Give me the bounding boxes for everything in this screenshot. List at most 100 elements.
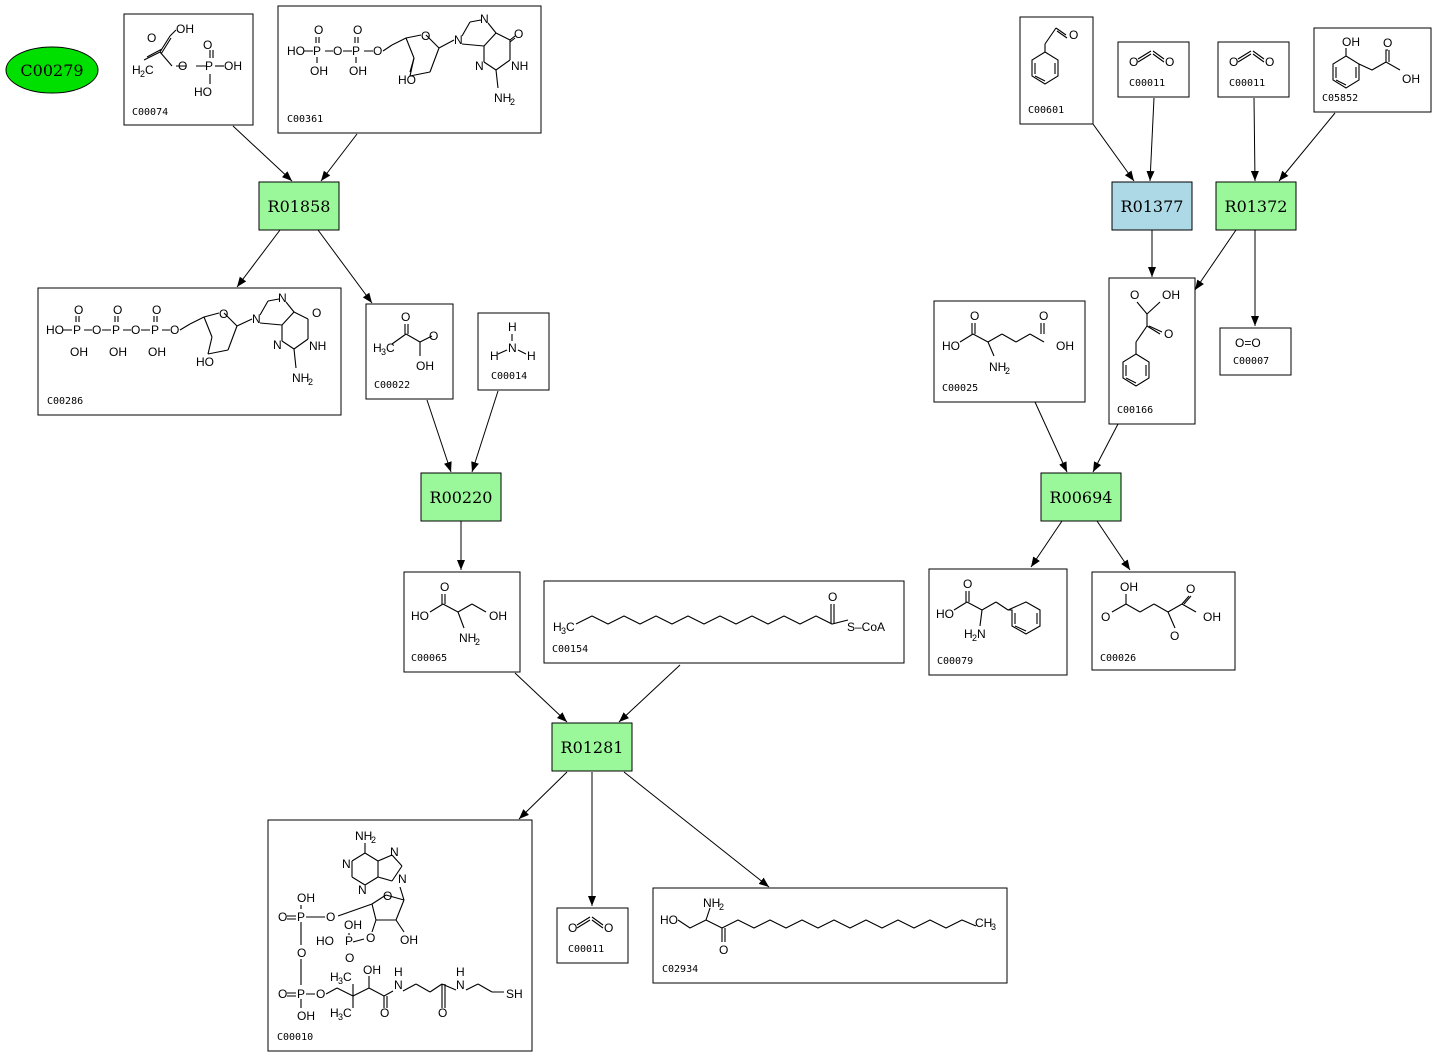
svg-text:3: 3 [381, 347, 386, 357]
svg-text:OH: OH [176, 22, 194, 36]
svg-text:H: H [508, 320, 517, 334]
compound-id: C00011 [1129, 78, 1165, 89]
start-compound-node[interactable]: C00279 [5, 46, 99, 94]
reaction-R01281[interactable]: R01281 [551, 722, 633, 772]
svg-text:N: N [480, 12, 489, 26]
svg-text:O: O [828, 590, 837, 604]
structure-C00011-top-a: O O [1129, 50, 1174, 69]
svg-text:HO: HO [196, 355, 214, 369]
edge-C00154-R01281 [618, 664, 681, 723]
reaction-R01377[interactable]: R01377 [1111, 181, 1193, 231]
compound-id: C00022 [374, 380, 410, 391]
compound-C00022[interactable]: O H 3 C O OH C00022 [365, 303, 454, 400]
structure-C00286: HO P O P O P O O O O OH OH OH O HO N N O… [46, 291, 326, 387]
compound-C00010[interactable]: NH 2 N N N N O OH O OH P HO O OH O P O O… [267, 819, 533, 1052]
svg-text:O: O [131, 323, 140, 337]
compound-id: C05852 [1322, 93, 1358, 104]
reaction-R01372[interactable]: R01372 [1215, 181, 1297, 231]
compound-C00025[interactable]: O O HO OH NH 2 C00025 [933, 300, 1086, 403]
compound-id: C02934 [662, 964, 698, 975]
edge-C00065-R01281 [514, 672, 568, 723]
compound-id: C00010 [277, 1032, 313, 1043]
edge-C05852-R01372 [1278, 112, 1336, 182]
compound-C00079[interactable]: O HO H 2 N C00079 [928, 568, 1068, 676]
edge-R01372-C00166 [1194, 229, 1237, 291]
compound-C00074[interactable]: OH O O H 2 C O P OH HO C00074 [123, 13, 254, 126]
compound-C00026[interactable]: OH O O O OH C00026 [1091, 571, 1236, 671]
svg-text:O: O [278, 910, 287, 924]
svg-text:O: O [316, 987, 325, 1001]
edge-C00011b-R01377 [1146, 97, 1155, 182]
svg-text:N: N [475, 59, 484, 73]
compound-C00286[interactable]: HO P O P O P O O O O OH OH OH O HO N N O… [37, 287, 342, 416]
compound-C00065[interactable]: O HO OH NH 2 C00065 [403, 571, 521, 673]
structure-C00166: O OH O [1122, 288, 1180, 387]
reaction-label: R00220 [430, 488, 493, 507]
svg-text:P: P [112, 323, 120, 337]
svg-text:H: H [132, 63, 141, 77]
svg-text:P: P [345, 934, 353, 948]
svg-text:O: O [440, 580, 449, 594]
svg-text:OH: OH [310, 64, 328, 78]
svg-text:O: O [297, 946, 306, 960]
compound-id: C00025 [942, 383, 978, 394]
compound-C00601[interactable]: O C00601 [1019, 16, 1094, 125]
svg-text:HO: HO [316, 934, 334, 948]
svg-text:HO: HO [46, 323, 64, 337]
reaction-R00220[interactable]: R00220 [420, 472, 502, 522]
svg-text:C: C [343, 970, 352, 984]
svg-text:HO: HO [194, 85, 212, 99]
edge-R01858-C00022 [317, 229, 373, 304]
svg-text:N: N [390, 845, 399, 859]
svg-text:O: O [383, 889, 392, 903]
compound-C00007[interactable]: O=O C00007 [1219, 327, 1292, 376]
svg-text:OH: OH [363, 963, 381, 977]
svg-text:2: 2 [308, 377, 313, 387]
compound-C00361[interactable]: HO P O P O O O OH OH O HO N N O NH N [277, 5, 542, 134]
structure-C00011-top-b: O O [1229, 50, 1274, 69]
edge-C00011c-R01372 [1250, 97, 1259, 182]
reaction-R00694[interactable]: R00694 [1040, 472, 1122, 522]
svg-text:HO: HO [411, 609, 429, 623]
compound-C00011-top-a[interactable]: O O C00011 [1117, 41, 1190, 98]
svg-text:O: O [604, 921, 613, 935]
reaction-R01858[interactable]: R01858 [258, 181, 340, 231]
compound-id: C00074 [132, 107, 168, 118]
svg-text:O: O [1165, 55, 1174, 69]
svg-text:OH: OH [1203, 610, 1221, 624]
svg-text:N: N [342, 857, 351, 871]
compound-C00011-top-b[interactable]: O O C00011 [1217, 41, 1290, 98]
structure-C00010: NH 2 N N N N O OH O OH P HO O OH O P O O… [278, 829, 523, 1023]
svg-text:OH: OH [416, 359, 434, 373]
svg-text:H: H [330, 970, 339, 984]
svg-text:O: O [326, 910, 335, 924]
svg-text:O: O [380, 1006, 389, 1020]
svg-text:O: O [74, 303, 83, 317]
compound-C00154[interactable]: H 3 C O S–CoA C00154 [543, 580, 905, 664]
compound-id: C00286 [47, 396, 83, 407]
structure-C00065: O HO OH NH 2 [411, 580, 507, 647]
svg-text:O: O [1186, 582, 1195, 596]
structure-C02934: HO NH 2 O CH 3 [660, 896, 996, 957]
svg-text:H: H [373, 341, 382, 355]
svg-text:HO: HO [660, 913, 678, 927]
svg-text:P: P [205, 59, 213, 73]
compound-id: C00601 [1028, 105, 1064, 116]
svg-text:OH: OH [297, 891, 315, 905]
edge-R01281-C00010 [518, 771, 568, 820]
reaction-label: R01372 [1225, 197, 1288, 216]
structure-C00074: OH O O H 2 C O P OH HO [132, 22, 242, 99]
svg-text:O: O [203, 38, 212, 52]
edge-C00025-R00694 [1034, 401, 1068, 473]
svg-text:C: C [343, 1006, 352, 1020]
compound-C05852[interactable]: OH O OH C05852 [1313, 27, 1432, 113]
compound-C00014[interactable]: H N H H C00014 [477, 312, 550, 391]
svg-text:3: 3 [991, 922, 996, 932]
reaction-label: R00694 [1050, 488, 1113, 507]
edge-R01858-C00286 [236, 229, 281, 288]
svg-text:NH: NH [703, 896, 720, 910]
svg-text:NH: NH [309, 339, 326, 353]
compound-C02934[interactable]: HO NH 2 O CH 3 C02934 [652, 887, 1008, 984]
compound-C00166[interactable]: O OH O C00166 [1108, 277, 1196, 425]
compound-C00011-bottom[interactable]: O O C00011 [556, 907, 629, 964]
